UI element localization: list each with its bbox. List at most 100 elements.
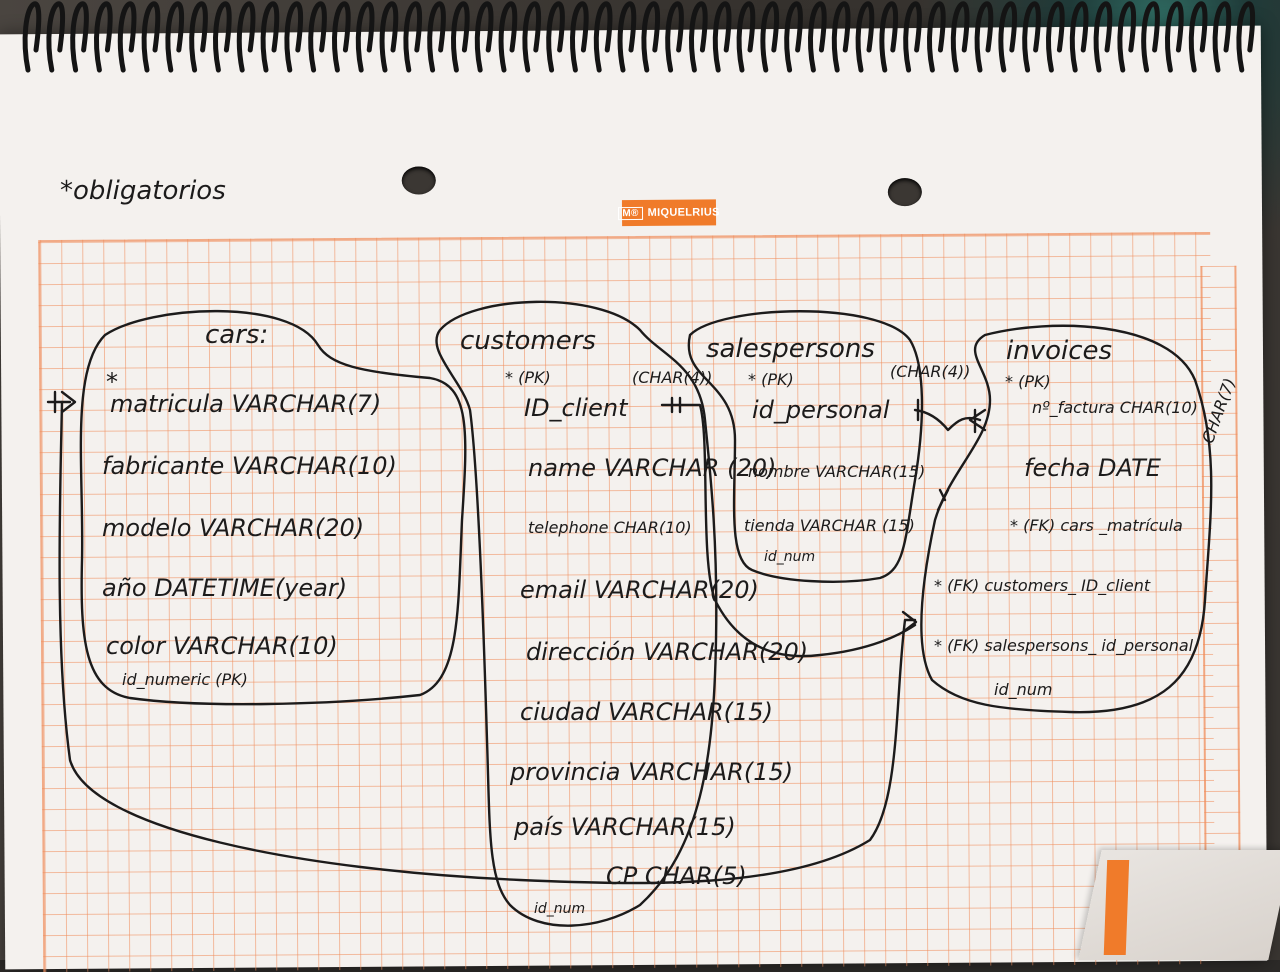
customers-pk: * (PK) bbox=[505, 368, 551, 387]
spiral-coil bbox=[70, 1, 89, 73]
customers-row: name VARCHAR (20) bbox=[528, 454, 777, 482]
cars-row: color VARCHAR(10) bbox=[106, 632, 338, 660]
customers-row: CP CHAR(5) bbox=[606, 862, 747, 890]
customers-type-note: (CHAR(4)) bbox=[632, 368, 713, 387]
spiral-coil bbox=[1141, 1, 1160, 73]
spiral-coil bbox=[141, 1, 161, 73]
salespersons-relation-line bbox=[913, 408, 982, 432]
invoices-row: nº_factura CHAR(10) bbox=[1032, 398, 1198, 417]
spiral-coil bbox=[403, 1, 423, 73]
customers-title: customers bbox=[460, 326, 596, 356]
customers-row: país VARCHAR(15) bbox=[514, 813, 736, 841]
spiral-coil bbox=[689, 1, 708, 73]
spiral-coil bbox=[879, 1, 899, 73]
customers-outline bbox=[435, 300, 718, 927]
cars-row: matricula VARCHAR(7) bbox=[110, 390, 382, 418]
spiral-coil bbox=[736, 1, 756, 73]
spiral-coil bbox=[117, 1, 137, 73]
spiral-coil bbox=[546, 1, 565, 73]
note-required: *obligatorios bbox=[60, 176, 226, 206]
spiral-coil bbox=[94, 1, 113, 73]
customers-row: telephone CHAR(10) bbox=[528, 518, 692, 537]
spiral-coil bbox=[927, 1, 946, 73]
spiral-coil bbox=[760, 1, 780, 73]
cars-outline bbox=[79, 309, 467, 706]
invoices-fk-arrow bbox=[936, 488, 950, 512]
customers-row: ciudad VARCHAR(15) bbox=[520, 698, 773, 726]
invoices-title: invoices bbox=[1006, 336, 1113, 366]
arrow-invoices bbox=[901, 610, 918, 634]
spiral-coil bbox=[784, 1, 803, 73]
cars-required-star: * bbox=[106, 368, 118, 396]
invoices-outline bbox=[920, 324, 1213, 714]
cars-row: modelo VARCHAR(20) bbox=[102, 514, 365, 542]
spiral-coil bbox=[1165, 1, 1184, 73]
spiral-coil bbox=[1022, 1, 1041, 73]
spiral-coil bbox=[498, 1, 518, 73]
spiral-coil bbox=[427, 1, 446, 73]
spiral-coil bbox=[665, 1, 684, 73]
salespersons-row: id_personal bbox=[752, 396, 890, 424]
spiral-coil bbox=[165, 1, 185, 73]
cars-title: cars: bbox=[205, 320, 269, 350]
spiral-coil bbox=[1188, 1, 1208, 73]
spiral-coil bbox=[474, 1, 494, 73]
spiral-binding bbox=[22, 1, 1256, 73]
salespersons-pk: * (PK) bbox=[748, 370, 794, 389]
invoices-row: fecha DATE bbox=[1024, 454, 1161, 482]
salespersons-type-note: (CHAR(4)) bbox=[890, 362, 971, 381]
invoices-pk: * (PK) bbox=[1005, 372, 1051, 391]
spiral-coil bbox=[950, 1, 970, 73]
spiral-coil bbox=[284, 1, 304, 73]
spiral-coil bbox=[332, 1, 351, 73]
spiral-coil bbox=[46, 1, 66, 73]
spiral-coil bbox=[903, 1, 922, 73]
spiral-coil bbox=[189, 1, 208, 73]
invoices-id: id_num bbox=[994, 680, 1053, 699]
salespersons-outline bbox=[687, 310, 924, 583]
spiral-coil bbox=[808, 1, 827, 73]
spiral-coil bbox=[1212, 1, 1232, 73]
spiral-coil bbox=[1117, 1, 1137, 73]
crowfoot-cars bbox=[46, 390, 77, 414]
spiral-coil bbox=[617, 1, 637, 73]
spiral-coil bbox=[308, 1, 327, 73]
tick-customers bbox=[670, 396, 682, 414]
spiral-coil bbox=[641, 1, 661, 73]
spiral-coil bbox=[855, 1, 875, 73]
spiral-coil bbox=[236, 1, 256, 73]
cars-row: fabricante VARCHAR(10) bbox=[102, 452, 397, 480]
cars-row: año DATETIME(year) bbox=[102, 574, 348, 602]
cars-id: id_numeric (PK) bbox=[122, 670, 248, 689]
salespersons-id: id_num bbox=[764, 549, 816, 565]
salespersons-row: tienda VARCHAR (15) bbox=[744, 516, 915, 535]
cars-relation-line bbox=[58, 400, 917, 885]
invoices-row: * (FK) cars _matrícula bbox=[1010, 516, 1183, 535]
spiral-coil bbox=[998, 1, 1018, 73]
invoices-row: * (FK) salespersons_ id_personal bbox=[934, 636, 1194, 655]
customers-relation-line bbox=[660, 403, 917, 658]
spiral-coil bbox=[1093, 1, 1113, 73]
customers-row: dirección VARCHAR(20) bbox=[526, 638, 809, 666]
crowfoot-salespersons bbox=[968, 408, 987, 434]
salespersons-row: nombre VARCHAR(15) bbox=[748, 462, 926, 481]
spiral-coil bbox=[522, 1, 542, 73]
customers-row: email VARCHAR(20) bbox=[520, 576, 759, 604]
customers-row: ID_client bbox=[524, 394, 628, 422]
spiral-coil bbox=[451, 1, 470, 73]
spiral-coil bbox=[213, 1, 232, 73]
spiral-coil bbox=[22, 1, 42, 73]
spiral-coil bbox=[831, 1, 851, 73]
spiral-coil bbox=[355, 1, 375, 73]
spiral-coil bbox=[593, 1, 613, 73]
spiral-coil bbox=[379, 1, 399, 73]
spiral-coil bbox=[1069, 1, 1089, 73]
spiral-coil bbox=[1046, 1, 1065, 73]
spiral-coil bbox=[974, 1, 994, 73]
spiral-coil bbox=[712, 1, 732, 73]
salespersons-title: salespersons bbox=[706, 334, 875, 364]
spiral-coil bbox=[570, 1, 589, 73]
spiral-coil bbox=[260, 1, 280, 73]
customers-id: id_num bbox=[534, 901, 586, 917]
